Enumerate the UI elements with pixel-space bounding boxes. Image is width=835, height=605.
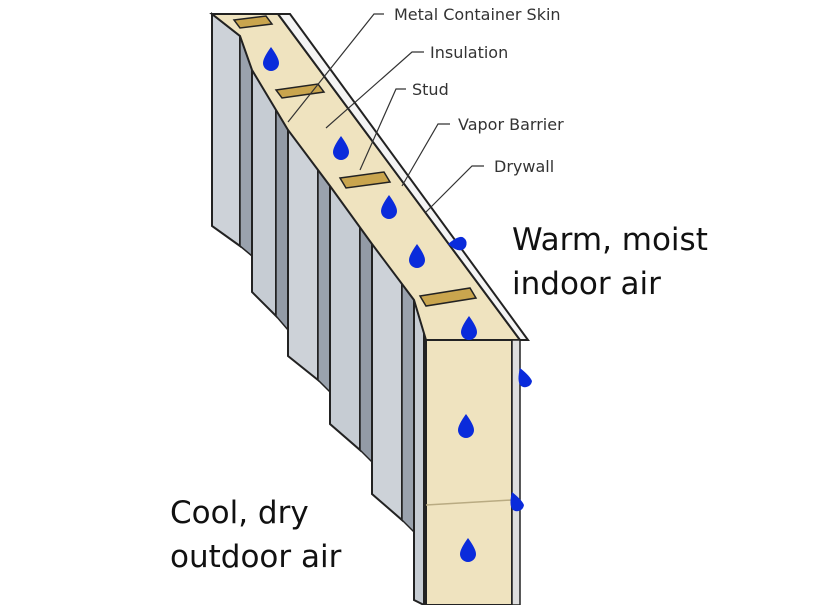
drywall-sheet [276, 13, 530, 341]
indoor-air-line2: indoor air [512, 266, 661, 302]
drywall-edge [511, 339, 521, 605]
droplet-icon [381, 195, 397, 219]
droplet-icon [510, 492, 524, 512]
moisture-droplets [263, 47, 532, 562]
callout-leaders [287, 13, 484, 213]
insulation-front-face [425, 339, 513, 605]
outdoor-air-line1: Cool, dry [170, 495, 309, 531]
indoor-air-label: Warm, moist indoor air [512, 218, 708, 306]
indoor-air-line1: Warm, moist [512, 222, 708, 258]
label-metal-container-skin: Metal Container Skin [394, 5, 561, 24]
droplet-icon [460, 538, 476, 562]
outdoor-air-line2: outdoor air [170, 539, 342, 575]
droplet-icon [458, 414, 474, 438]
droplet-icon [333, 136, 349, 160]
stud-sections [232, 15, 478, 307]
droplet-icon [448, 236, 467, 251]
label-vapor-barrier: Vapor Barrier [458, 115, 564, 134]
label-drywall: Drywall [494, 157, 555, 176]
label-insulation: Insulation [430, 43, 509, 62]
droplet-icon [409, 244, 425, 268]
droplet-icon [518, 368, 532, 388]
droplet-icon [461, 316, 477, 340]
droplet-icon [263, 47, 279, 71]
label-stud: Stud [412, 80, 449, 99]
outdoor-air-label: Cool, dry outdoor air [170, 491, 341, 579]
